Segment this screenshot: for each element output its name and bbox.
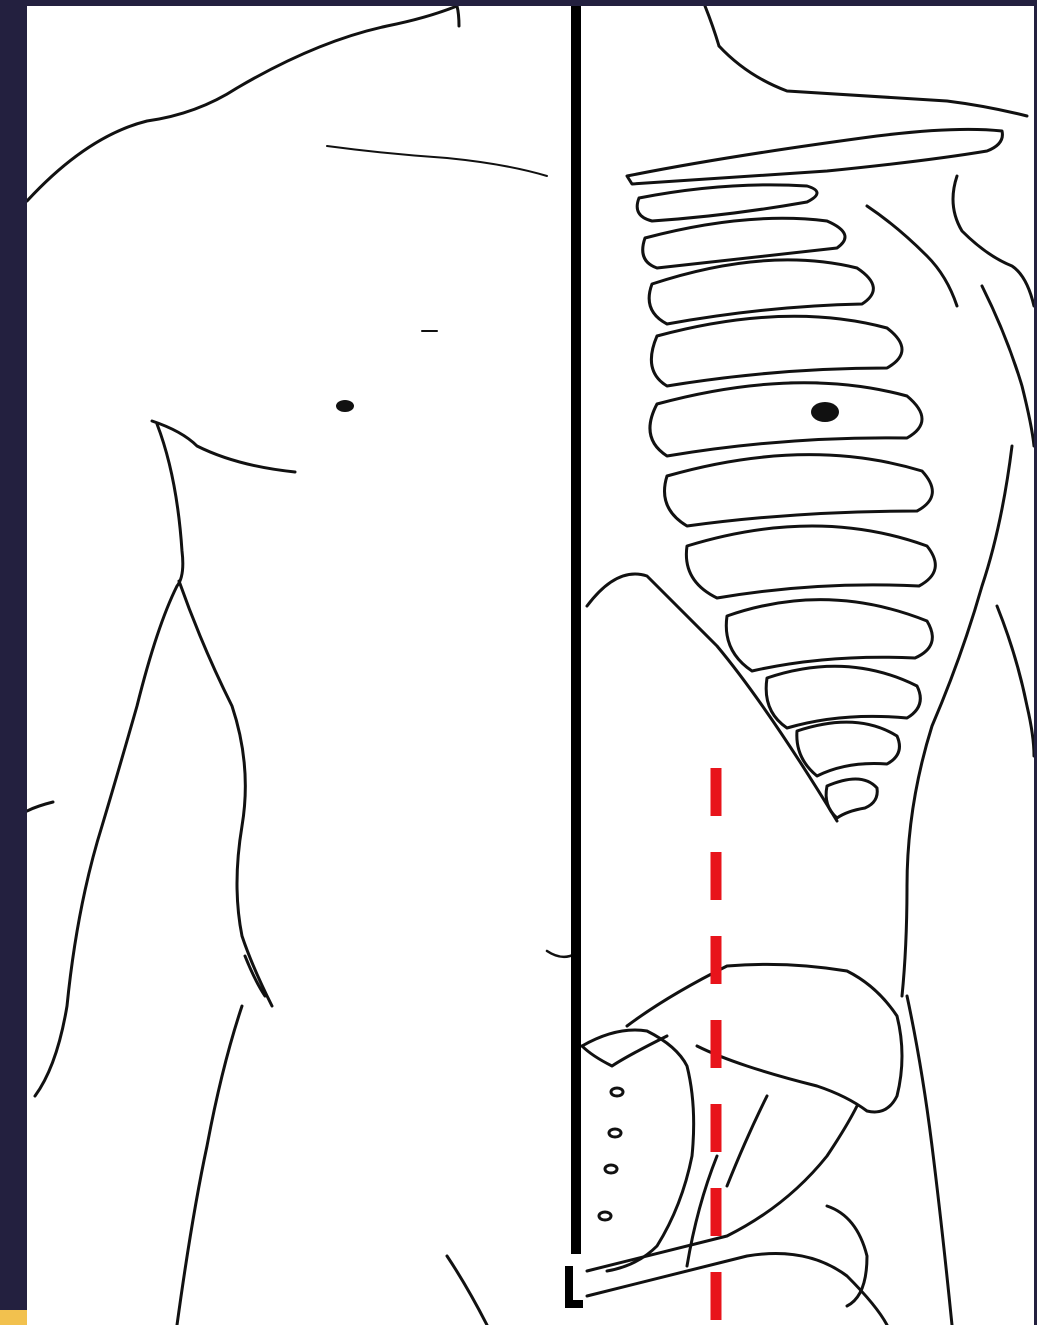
rib-10 <box>797 722 900 776</box>
left-arm-outline <box>27 802 53 811</box>
rib-6 <box>665 455 933 526</box>
right-clavicle <box>627 129 1002 184</box>
pubic-ramus <box>587 1106 857 1271</box>
groin-mark-left <box>447 1256 487 1325</box>
midline-foot <box>569 1266 583 1304</box>
sacral-foramen-4 <box>599 1212 611 1220</box>
left-nipple <box>336 400 354 412</box>
left-clavicle <box>327 146 547 176</box>
left-shoulder-outline <box>27 6 457 201</box>
rib-4 <box>651 316 902 386</box>
acetabulum <box>827 1206 867 1306</box>
rib-3 <box>649 260 873 324</box>
rib-7 <box>686 526 935 598</box>
left-hip-outline <box>177 1006 242 1325</box>
iliac-crest <box>627 964 902 1112</box>
rib-11 <box>826 779 877 818</box>
navel-mark <box>547 951 575 957</box>
right-nipple <box>811 402 839 422</box>
left-margin-bar <box>0 0 27 1325</box>
right-armpit <box>867 206 957 306</box>
neck-outline-right <box>705 6 719 46</box>
right-shoulder-outline <box>719 46 1027 116</box>
torso-drawing <box>27 6 1034 1325</box>
left-waist-notch <box>245 956 265 996</box>
right-flank-outline <box>902 446 1012 996</box>
right-arm-outline <box>982 286 1034 446</box>
left-waist-outline <box>179 581 272 1006</box>
anatomy-illustration <box>27 6 1034 1325</box>
neck-outline-left <box>457 6 459 26</box>
rib-5 <box>650 383 922 456</box>
left-flank-outline <box>35 424 183 1096</box>
sacral-foramen-2 <box>609 1129 621 1137</box>
rib-1 <box>637 185 817 221</box>
sacrum-outline <box>582 1030 694 1271</box>
left-axilla <box>152 421 295 472</box>
accent-tab <box>0 1310 27 1325</box>
right-humerus-head <box>953 176 1034 306</box>
right-outer-flank <box>997 606 1034 756</box>
sacral-foramen-1 <box>611 1088 623 1096</box>
sacral-foramen-3 <box>605 1165 617 1173</box>
right-hip-outline <box>907 996 952 1325</box>
rib-8 <box>726 600 932 671</box>
rib-9 <box>766 666 920 728</box>
pelvis-lower-curve <box>727 1096 767 1186</box>
